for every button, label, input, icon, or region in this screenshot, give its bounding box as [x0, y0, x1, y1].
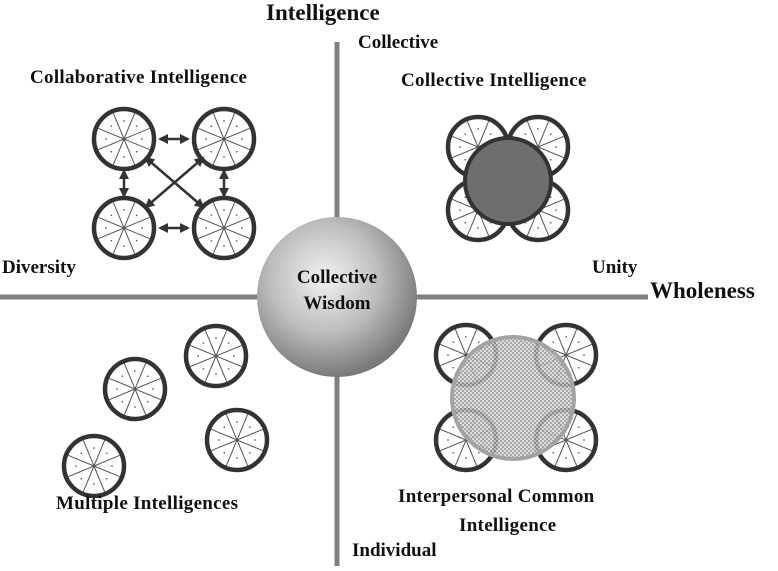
intelligence-wheel: [191, 195, 257, 261]
multiple-intelligences-group: [61, 323, 270, 499]
axis-label-individual: Individual: [352, 540, 437, 561]
axis-label-collective: Collective: [358, 32, 439, 53]
collective-core-circle: [463, 136, 553, 226]
quadrant-label-multiple: Multiple Intelligences: [56, 493, 239, 514]
common-overlay-circle: [450, 335, 576, 461]
quadrant-label-collaborative: Collaborative Intelligence: [30, 67, 248, 88]
intelligence-wheel: [61, 433, 127, 499]
collaboration-arrows: [119, 134, 229, 233]
intelligence-wheel: [183, 323, 249, 389]
axis-label-intelligence: Intelligence: [266, 0, 380, 25]
center-label-line1: Collective: [296, 267, 378, 288]
quadrant-label-collective: Collective Intelligence: [401, 70, 587, 91]
intelligence-wheel: [191, 106, 257, 172]
axis-label-diversity: Diversity: [2, 257, 76, 278]
quadrant-label-interpersonal-line1: Interpersonal Common: [398, 486, 595, 507]
axis-label-unity: Unity: [592, 257, 638, 278]
intelligence-wheel: [91, 195, 157, 261]
intelligence-wheel: [204, 407, 270, 473]
center-label-line2: Wisdom: [303, 293, 371, 314]
collective-wisdom-sphere: [257, 217, 417, 377]
intelligence-wheel: [91, 106, 157, 172]
axis-label-wholeness: Wholeness: [650, 278, 755, 303]
intelligence-wheel: [102, 356, 168, 422]
collaborative-intelligence-group: [91, 106, 257, 261]
quadrant-label-interpersonal-line2: Intelligence: [459, 515, 557, 536]
